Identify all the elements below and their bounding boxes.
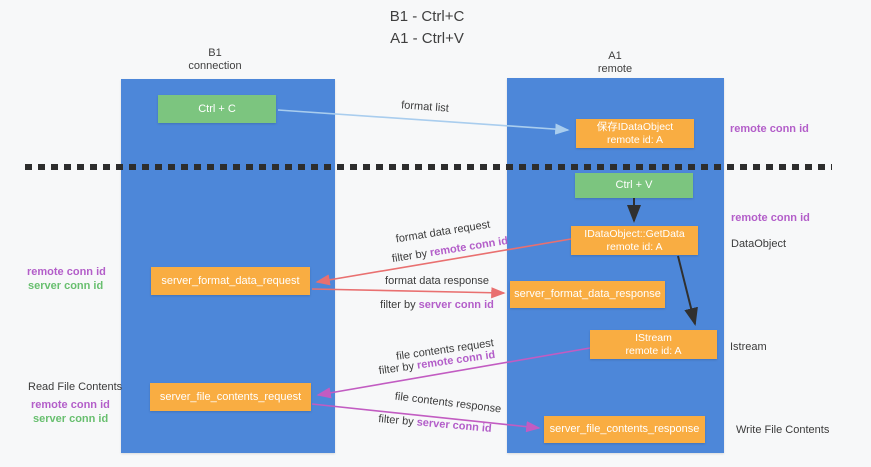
write-file-contents-annotation: Write File Contents xyxy=(736,424,830,436)
server-format-data-request-label: server_format_data_request xyxy=(161,274,300,287)
server-file-contents-request-box: server_file_contents_request xyxy=(150,383,311,411)
server-conn-id-annotation-left-mid: server conn id xyxy=(28,280,104,292)
column-a1-name: A1 xyxy=(608,50,622,62)
copy-paste-separator xyxy=(25,164,832,170)
filter-by-server-conn-id-label-1: filter by server conn id xyxy=(380,299,494,311)
column-b1-name: B1 xyxy=(208,47,222,59)
title-line-1: B1 - Ctrl+C xyxy=(389,8,465,25)
dataobject-annotation: DataObject xyxy=(731,238,787,250)
filter-by-text: filter by xyxy=(391,247,432,266)
save-idataobject-line1: 保存IDataObject xyxy=(596,120,674,133)
format-list-label: format list xyxy=(400,99,450,115)
istream-line2: remote id: A xyxy=(625,344,682,357)
file-contents-response-label: file contents response xyxy=(394,390,502,416)
column-header-a1: A1 remote xyxy=(598,50,632,76)
ctrl-c-label: Ctrl + C xyxy=(198,102,236,115)
format-data-response-label: format data response xyxy=(385,275,489,287)
server-conn-id-annotation-left-bottom: server conn id xyxy=(33,413,109,425)
ctrl-v-label: Ctrl + V xyxy=(615,179,653,191)
remote-conn-id-annotation-mid: remote conn id xyxy=(731,212,810,224)
filter-by-server-conn-id-label-2: filter by server conn id xyxy=(378,413,492,435)
server-conn-id-text: server conn id xyxy=(418,299,494,311)
column-a1-subtitle: remote xyxy=(597,63,633,75)
server-format-data-request-box: server_format_data_request xyxy=(151,267,310,295)
column-header-b1: B1 connection xyxy=(188,47,241,73)
server-format-data-response-box: server_format_data_response xyxy=(510,281,665,308)
getdata-line2: remote id: A xyxy=(606,240,663,253)
save-idataobject-box: 保存IDataObject remote id: A xyxy=(576,119,694,148)
istream-line1: IStream xyxy=(635,331,672,344)
remote-conn-id-text: remote conn id xyxy=(429,234,509,260)
title-line-2: A1 - Ctrl+V xyxy=(390,30,464,47)
filter-by-text: filter by xyxy=(380,299,419,311)
server-format-data-response-label: server_format_data_response xyxy=(514,288,661,300)
istream-box: IStream remote id: A xyxy=(590,330,717,359)
remote-conn-id-annotation-left-bottom: remote conn id xyxy=(31,399,110,411)
ctrl-c-box: Ctrl + C xyxy=(158,95,276,123)
read-file-contents-annotation: Read File Contents xyxy=(28,381,123,393)
server-file-contents-response-label: server_file_contents_response xyxy=(549,423,700,435)
filter-by-text: filter by xyxy=(377,413,418,429)
diagram-title: B1 - Ctrl+C A1 - Ctrl+V xyxy=(390,6,465,50)
remote-conn-id-annotation-top: remote conn id xyxy=(730,123,809,135)
save-idataobject-line2: remote id: A xyxy=(606,133,664,146)
column-b1-subtitle: connection xyxy=(188,60,242,72)
server-file-contents-response-box: server_file_contents_response xyxy=(544,416,705,443)
server-conn-id-text: server conn id xyxy=(416,416,493,435)
getdata-line1: IDataObject::GetData xyxy=(584,227,685,240)
server-file-contents-request-label: server_file_contents_request xyxy=(159,390,302,403)
remote-conn-id-annotation-left-mid: remote conn id xyxy=(27,266,106,278)
format-data-response-arrow xyxy=(311,287,506,299)
istream-annotation: Istream xyxy=(730,341,767,353)
ctrl-v-box: Ctrl + V xyxy=(575,173,693,198)
filter-by-text: filter by xyxy=(378,359,418,378)
idataobject-getdata-box: IDataObject::GetData remote id: A xyxy=(571,226,698,255)
